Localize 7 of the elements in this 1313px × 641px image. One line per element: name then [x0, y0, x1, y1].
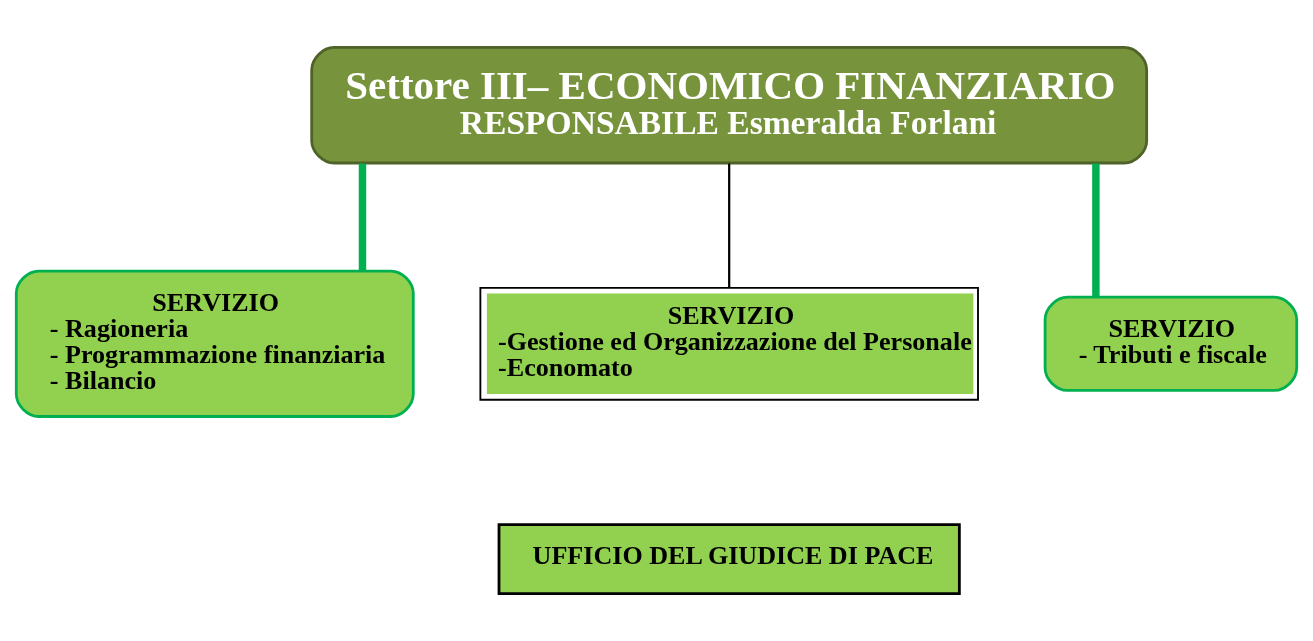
- node-box: SERVIZIO - Tributi e fiscale: [1043, 295, 1299, 392]
- connector: [728, 163, 731, 288]
- node-box: Settore III– ECONOMICO FINANZIARIO RESPONSABILE Esmeralda Forlani: [310, 46, 1149, 165]
- connector: [358, 163, 367, 271]
- node-box: UFFICIO DEL GIUDICE DI PACE: [497, 523, 961, 595]
- connector: [1092, 163, 1100, 297]
- node-box: SERVIZIO - Ragioneria - Programmazione finanziaria - Bilancio: [14, 269, 415, 418]
